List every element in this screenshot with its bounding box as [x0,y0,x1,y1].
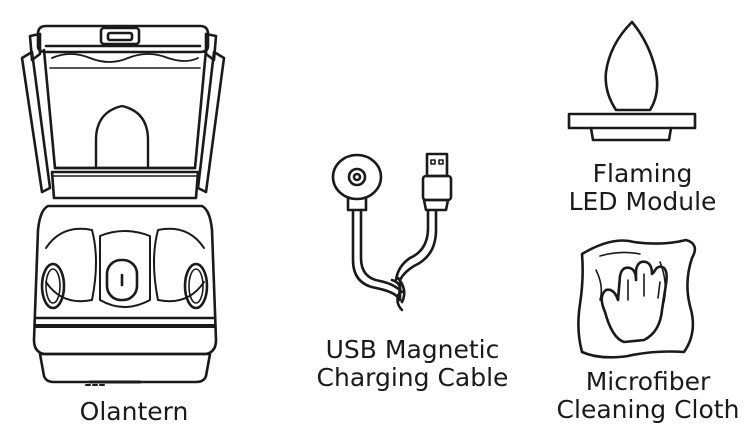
lantern-shade [42,48,208,170]
hand-icon [600,260,668,344]
usb-plug [421,152,453,212]
cloth-fabric [577,238,697,359]
led-module-label-line2: LED Module [568,187,717,216]
usb-cable-illustration [331,152,453,312]
lantern-top-cap [28,24,218,62]
magnetic-connector [331,153,383,212]
cable-label: USB Magnetic Charging Cable [300,336,525,392]
led-module-illustration [567,20,697,142]
lantern-label: Olantern [44,398,224,426]
led-flame-bulb [604,20,659,112]
led-module-label-line1: Flaming [592,159,693,188]
cloth-label: Microfiber Cleaning Cloth [548,368,748,424]
lantern-power-button [105,258,139,302]
lantern-collar [50,170,200,200]
cable-label-line1: USB Magnetic [325,335,500,364]
led-module-label: Flaming LED Module [555,160,730,216]
cable-label-line2: Charging Cable [316,363,509,392]
cloth-label-line2: Cleaning Cloth [556,395,740,424]
led-module-base [567,112,697,130]
cable-cord [351,208,438,312]
lantern-illustration [20,24,226,386]
cloth-label-line1: Microfiber [585,367,711,396]
lantern-base [38,352,212,386]
lantern-body [32,204,218,356]
cleaning-cloth-illustration [577,238,697,359]
lantern-label-text: Olantern [79,397,189,426]
